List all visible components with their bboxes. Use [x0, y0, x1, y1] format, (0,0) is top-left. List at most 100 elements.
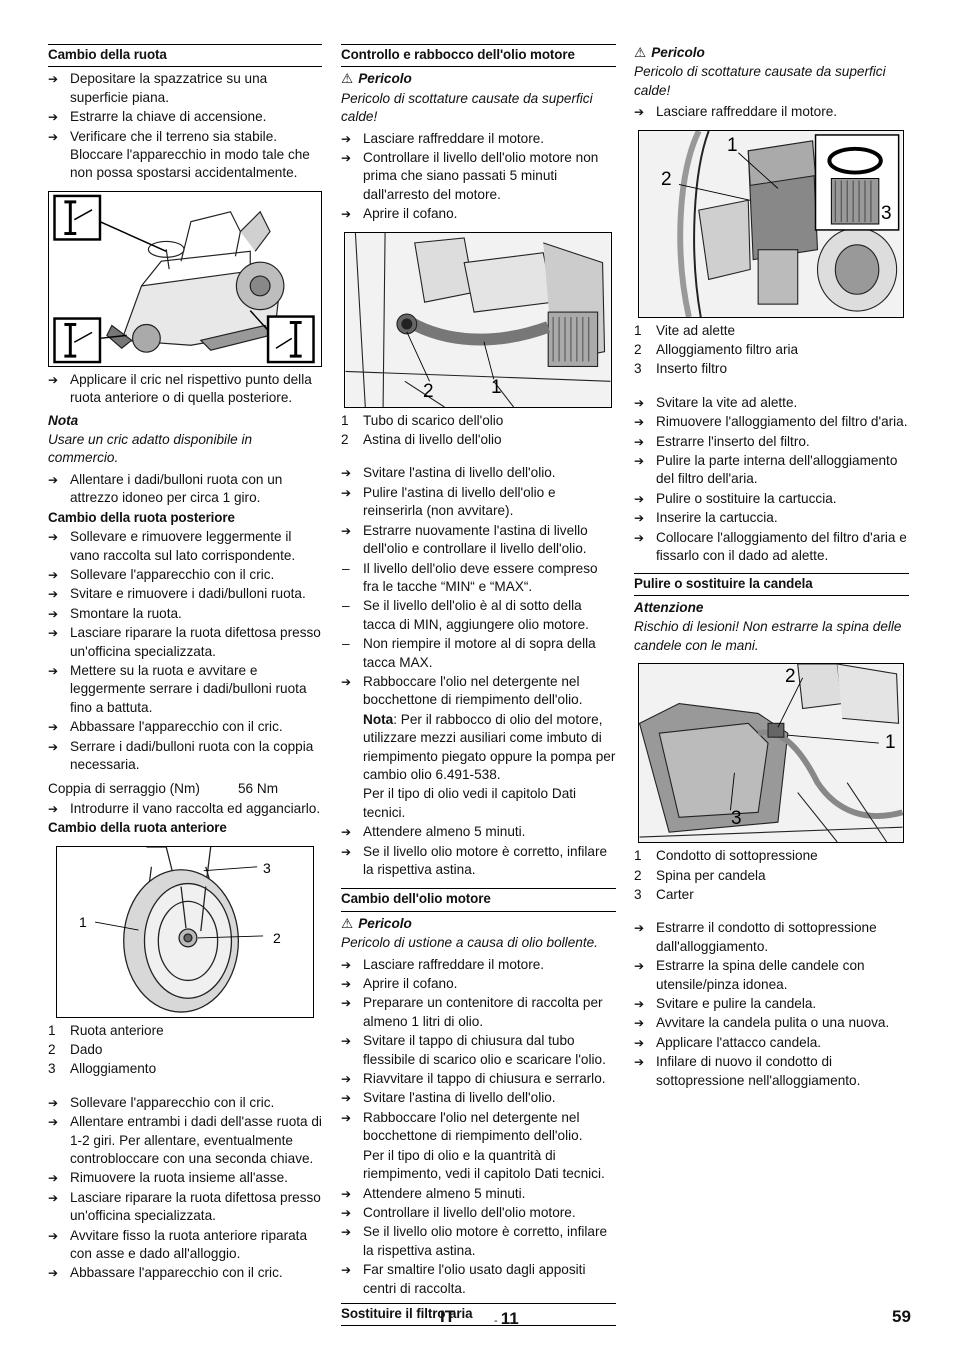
step: Svitare l'astina di livello dell'olio.	[341, 464, 616, 483]
jack-point-callouts	[53, 194, 315, 364]
step: Lasciare riparare la ruota difettosa pre…	[48, 624, 322, 661]
danger-text: Pericolo di scottature causate da superf…	[341, 90, 593, 125]
step: Attendere almeno 5 minuti.	[341, 823, 616, 842]
step: Pulire o sostituire la cartuccia.	[634, 490, 909, 509]
step: Lasciare raffreddare il motore.	[341, 130, 616, 149]
step: Inserire la cartuccia.	[634, 509, 909, 528]
step: Estrarre l'inserto del filtro.	[634, 433, 909, 452]
step: Pulire la parte interna dell'alloggiamen…	[634, 452, 909, 489]
step: Lasciare raffreddare il motore.	[634, 103, 909, 122]
footer-page-sub: - 11	[494, 1309, 519, 1328]
callout-3: 3	[881, 202, 892, 224]
figure-air-filter: 1 2 3	[638, 129, 904, 318]
step-extra: Per il tipo di olio e la quantrità di ri…	[363, 1147, 605, 1182]
warning-triangle-icon: ⚠	[341, 915, 354, 932]
section-title-air-filter: Sostituire il filtro aria	[341, 1302, 616, 1327]
step: Svitare e rimuovere i dadi/bulloni ruota…	[48, 585, 322, 604]
step: Svitare il tappo di chiusura dal tubo fl…	[341, 1032, 616, 1069]
danger-title: ⚠Pericolo	[341, 915, 412, 932]
column-3: ⚠Pericolo Pericolo di scottature causate…	[634, 44, 909, 1091]
step: Rimuovere l'alloggiamento del filtro d'a…	[634, 413, 909, 432]
step: Sollevare l'apparecchio con il cric.	[48, 1094, 322, 1113]
callout-1: 1	[491, 376, 502, 398]
section-title-front-wheel: Cambio della ruota anteriore	[48, 820, 227, 836]
step: Aprire il cofano.	[341, 975, 616, 994]
step: Avvitare la candela pulita o una nuova.	[634, 1014, 909, 1033]
step: Abbassare l'apparecchio con il cric.	[48, 718, 322, 737]
step: Estrarre nuovamente l'astina di livello …	[341, 522, 616, 559]
callout-3: 3	[731, 808, 742, 830]
torque-value: 56 Nm	[238, 781, 279, 797]
callout-3: 3	[263, 859, 271, 876]
spark-plug-illustration	[639, 664, 903, 843]
step: Abbassare l'apparecchio con il cric.	[48, 1264, 322, 1283]
step: Se il livello olio motore è corretto, in…	[341, 1223, 616, 1260]
torque-row: Coppia di serraggio (Nm) 56 Nm	[48, 780, 322, 798]
step: Verificare che il terreno sia stabile. B…	[48, 128, 322, 183]
figure-spark-plug: 2 1 3	[638, 663, 904, 844]
step: Depositare la spazzatrice su una superfi…	[48, 70, 322, 107]
front-wheel-illustration	[94, 846, 264, 1013]
step: Controllare il livello dell'olio motore.	[341, 1204, 616, 1223]
figure-front-wheel: 1 2 3	[56, 845, 314, 1018]
callout-2: 2	[661, 168, 672, 190]
step: Smontare la ruota.	[48, 605, 322, 624]
step: Lasciare riparare la ruota difettosa pre…	[48, 1189, 322, 1226]
step: Svitare l'astina di livello dell'olio.	[341, 1089, 616, 1108]
note-text: Usare un cric adatto disponibile in comm…	[48, 432, 253, 466]
section-title-spark-plug: Pulire o sostituire la candela	[634, 572, 909, 596]
step: Far smaltire l'olio usato dagli appositi…	[341, 1261, 616, 1298]
step: Svitare la vite ad alette.	[634, 394, 909, 413]
step: Svitare e pulire la candela.	[634, 995, 909, 1014]
step: Lasciare raffreddare il motore.	[341, 956, 616, 975]
step: Attendere almeno 5 minuti.	[341, 1185, 616, 1204]
footer-page-number: 59	[892, 1307, 911, 1326]
step: Pulire l'astina di livello dell'olio e r…	[341, 484, 616, 521]
step: Avvitare fisso la ruota anteriore ripara…	[48, 1227, 322, 1264]
caution-title: Attenzione	[634, 599, 704, 615]
callout-2: 2	[273, 929, 281, 946]
callout-1: 1	[727, 134, 738, 156]
engine-oil-illustration	[345, 232, 611, 407]
bullet: Non riempire il motore al di sopra della…	[341, 635, 616, 672]
figure-sweeper-jack-points	[48, 190, 322, 367]
figure-oil-dipstick: 2 1	[344, 231, 612, 408]
column-1: Cambio della ruota Depositare la spazzat…	[48, 44, 322, 1284]
warning-triangle-icon: ⚠	[341, 71, 354, 88]
step: Sollevare e rimuovere leggermente il van…	[48, 528, 322, 565]
section-title-rear-wheel: Cambio della ruota posteriore	[48, 509, 235, 525]
step: Preparare un contenitore di raccolta per…	[341, 994, 616, 1031]
step: Infilare di nuovo il condotto di sottopr…	[634, 1053, 909, 1090]
column-2: Controllo e rabbocco dell'olio motore ⚠P…	[341, 44, 616, 1329]
step: Estrarre il condotto di sottopressione d…	[634, 919, 909, 956]
step: Se il livello olio motore è corretto, in…	[341, 843, 616, 880]
step: Applicare l'attacco candela.	[634, 1034, 909, 1053]
danger-text: Pericolo di scottature causate da superf…	[634, 64, 886, 98]
torque-label: Coppia di serraggio (Nm)	[48, 781, 200, 797]
sweeper-illustration	[53, 194, 315, 364]
danger-title: ⚠Pericolo	[634, 45, 705, 61]
step: Allentare i dadi/bulloni ruota con un at…	[48, 471, 322, 508]
callout-2: 2	[785, 666, 796, 688]
caution-text: Rischio di lesioni! Non estrarre la spin…	[634, 619, 902, 653]
callout-2: 2	[423, 380, 434, 402]
note-paragraph: Nota: Per il rabbocco di olio del motore…	[363, 711, 616, 782]
step: Aprire il cofano.	[341, 205, 616, 224]
step: Controllare il livello dell'olio motore …	[341, 149, 616, 204]
callout-1: 1	[79, 913, 87, 930]
section-title-oil-check: Controllo e rabbocco dell'olio motore	[341, 44, 616, 68]
danger-title: ⚠Pericolo	[341, 71, 412, 88]
step: Rabboccare l'olio nel detergente nel boc…	[341, 673, 616, 710]
air-filter-illustration	[639, 130, 903, 317]
note-title: Nota	[48, 412, 79, 428]
